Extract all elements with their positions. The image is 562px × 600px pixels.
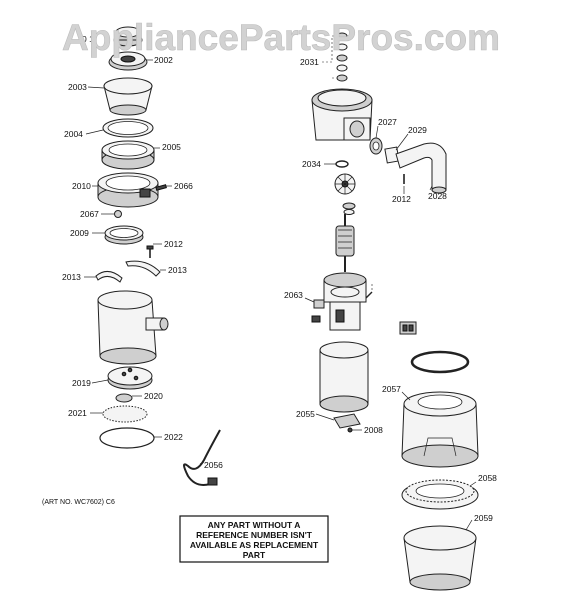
callout-2059: 2059 (474, 513, 493, 523)
part-washers (342, 202, 356, 215)
part-2067-nut (114, 210, 122, 218)
part-2009-snap-ring (104, 225, 144, 245)
part-2031-seal-kit (336, 32, 348, 82)
part-2063-switch (311, 299, 325, 323)
watermark: AppliancePartsPros.com (62, 17, 500, 58)
callout-2057: 2057 (382, 384, 401, 394)
notice-line-3: AVAILABLE AS REPLACEMENT (190, 540, 319, 550)
callout-2010: 2010 (72, 181, 91, 191)
callout-2034: 2034 (302, 159, 321, 169)
part-stopper (113, 26, 143, 47)
callout-2056: 2056 (204, 460, 223, 470)
callout-2027: 2027 (378, 117, 397, 127)
part-2003-splash-guard (103, 77, 153, 116)
notice-line-4: PART (243, 550, 266, 560)
part-motor-can (319, 341, 369, 413)
part-2066-screw (155, 184, 167, 191)
part-2057-sound-shell (401, 391, 479, 468)
part-2034-o-ring (335, 160, 349, 168)
leader-lines (84, 35, 477, 531)
callout-2066: 2066 (174, 181, 193, 191)
art-number: (ART NO. WC7602) C6 (42, 499, 115, 506)
callout-2029: 2029 (408, 125, 427, 135)
callout-2009: 2009 (70, 228, 89, 238)
callout-2067: 2067 (80, 209, 99, 219)
part-2010-mounting-assembly (97, 172, 159, 208)
part-2019-turntable (107, 366, 153, 390)
part-motor-stator (323, 272, 373, 331)
callout-2012-left: 2012 (164, 239, 183, 249)
part-upper-housing (311, 88, 373, 141)
part-terminal-block (399, 321, 417, 335)
part-2028-discharge-tube (395, 142, 447, 194)
part-2012-screw-left (146, 245, 154, 258)
part-2027-seal (369, 137, 383, 155)
callout-2013-right: 2013 (168, 265, 187, 275)
part-rotor (335, 214, 355, 272)
part-2056-power-cord (183, 429, 221, 486)
callout-2019: 2019 (72, 378, 91, 388)
part-2004-gasket (102, 118, 154, 138)
callout-2002-left: 2002 (154, 55, 173, 65)
callout-2021: 2021 (68, 408, 87, 418)
part-2055-plate (333, 413, 361, 429)
part-2022-gasket (99, 427, 155, 449)
notice-line-1: ANY PART WITHOUT A (208, 520, 301, 530)
callout-2055: 2055 (296, 409, 315, 419)
callout-2028: 2028 (428, 191, 447, 201)
callout-2031: 2031 (300, 57, 319, 67)
callout-2058: 2058 (478, 473, 497, 483)
callout-2004: 2004 (64, 129, 83, 139)
callout-2020: 2020 (144, 391, 163, 401)
part-top-gasket (410, 350, 470, 374)
callout-2005: 2005 (162, 142, 181, 152)
part-2020-shredder-ring (115, 393, 133, 403)
part-impeller (334, 173, 356, 195)
callout-2013-left: 2013 (62, 272, 81, 282)
part-hopper-housing (97, 290, 169, 365)
part-2005-mounting-ring (101, 140, 155, 170)
part-2021-ring (102, 405, 148, 423)
callout-2008: 2008 (364, 425, 383, 435)
part-2013-clamp (95, 260, 161, 283)
callout-labels: 0 1 2002 2003 2004 2005 2010 2066 2067 2… (62, 34, 497, 523)
part-2058-base-ring (401, 479, 479, 510)
callout-01: 0 1 (82, 34, 94, 44)
replacement-notice: ANY PART WITHOUT A REFERENCE NUMBER ISN'… (179, 515, 329, 563)
part-2002-sink-flange (108, 51, 148, 71)
notice-line-2: REFERENCE NUMBER ISN'T (196, 530, 313, 540)
callout-2063: 2063 (284, 290, 303, 300)
callout-2003: 2003 (68, 82, 87, 92)
callout-2012-right: 2012 (392, 194, 411, 204)
part-2059-bottom-cover (403, 525, 477, 591)
callout-2022: 2022 (164, 432, 183, 442)
part-2008-screw (347, 427, 353, 433)
